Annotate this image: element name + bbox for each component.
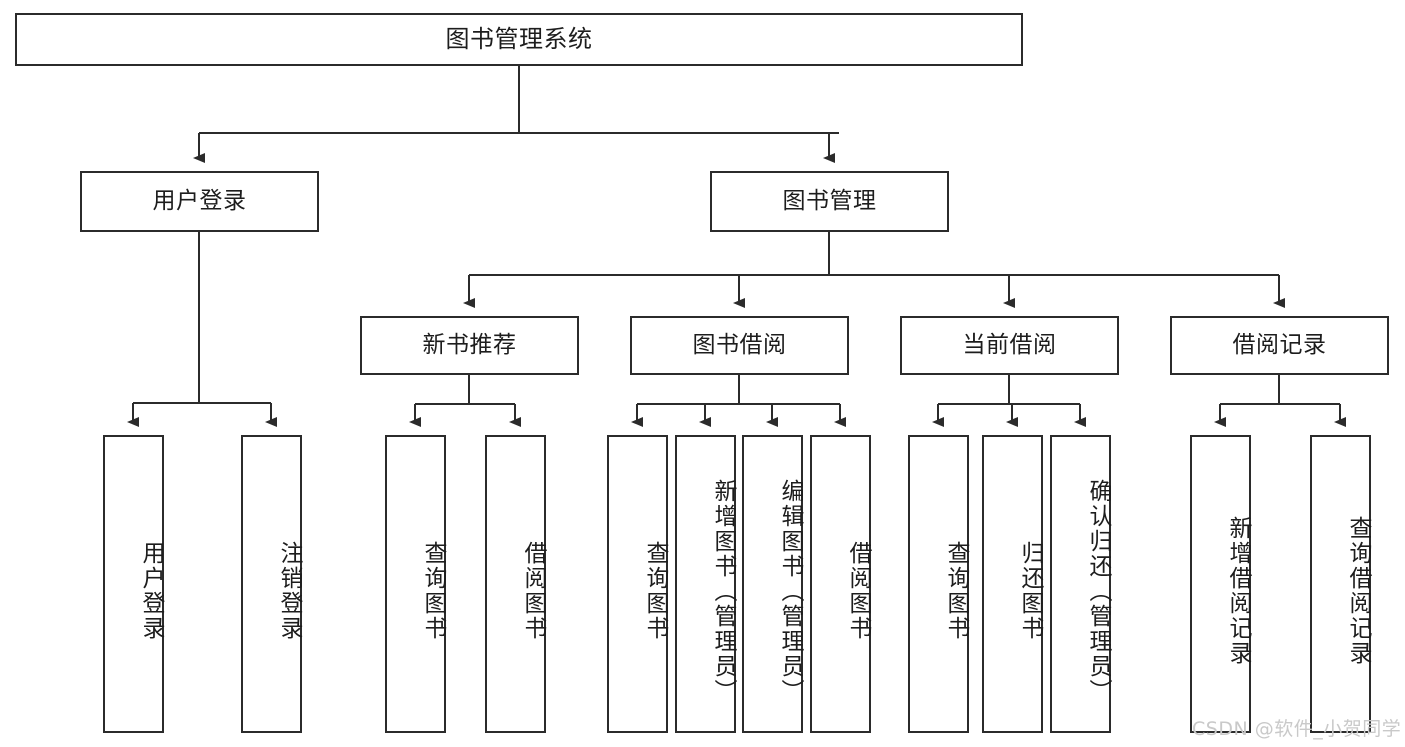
node-new-book-recommend[interactable]: 新书推荐: [360, 316, 579, 375]
node-label: 新增图书（管理员）: [710, 478, 736, 704]
leaf-node[interactable]: 新增图书（管理员）: [675, 435, 736, 733]
node-label: 借阅图书: [845, 541, 871, 641]
node-label: 新书推荐: [422, 331, 517, 358]
leaf-node[interactable]: 借阅图书: [810, 435, 871, 733]
leaf-node[interactable]: 归还图书: [982, 435, 1043, 733]
node-borrow-record[interactable]: 借阅记录: [1170, 316, 1389, 375]
node-user-login[interactable]: 用户登录: [80, 171, 319, 232]
leaf-node[interactable]: 编辑图书（管理员）: [742, 435, 803, 733]
leaf-node[interactable]: 确认归还（管理员）: [1050, 435, 1111, 733]
node-label: 查询图书: [642, 541, 668, 641]
node-book-management[interactable]: 图书管理: [710, 171, 949, 232]
leaf-node[interactable]: 查询借阅记录: [1310, 435, 1371, 733]
node-label: 注销登录: [276, 541, 302, 641]
node-root[interactable]: 图书管理系统: [15, 13, 1023, 66]
node-label: 图书管理: [782, 187, 877, 214]
node-label: 用户登录: [152, 187, 247, 214]
node-label: 查询图书: [943, 541, 969, 641]
leaf-node[interactable]: 查询图书: [385, 435, 446, 733]
node-label: 当前借阅: [962, 331, 1057, 358]
leaf-node[interactable]: 用户登录: [103, 435, 164, 733]
node-label: 查询借阅记录: [1345, 516, 1371, 666]
leaf-node[interactable]: 查询图书: [908, 435, 969, 733]
node-label: 编辑图书（管理员）: [777, 478, 803, 704]
node-book-borrow[interactable]: 图书借阅: [630, 316, 849, 375]
csdn-watermark: CSDN @软件_小贺同学: [1192, 718, 1402, 740]
node-label: 图书管理系统: [445, 25, 593, 54]
node-label: 用户登录: [138, 541, 164, 641]
leaf-node[interactable]: 查询图书: [607, 435, 668, 733]
node-label: 查询图书: [420, 541, 446, 641]
node-label: 借阅图书: [520, 541, 546, 641]
node-label: 借阅记录: [1232, 331, 1327, 358]
leaf-node[interactable]: 借阅图书: [485, 435, 546, 733]
node-label: 图书借阅: [692, 331, 787, 358]
leaf-node[interactable]: 新增借阅记录: [1190, 435, 1251, 733]
node-label: 确认归还（管理员）: [1085, 478, 1111, 704]
node-label: 归还图书: [1017, 541, 1043, 641]
node-current-borrow[interactable]: 当前借阅: [900, 316, 1119, 375]
leaf-node[interactable]: 注销登录: [241, 435, 302, 733]
node-label: 新增借阅记录: [1225, 516, 1251, 666]
